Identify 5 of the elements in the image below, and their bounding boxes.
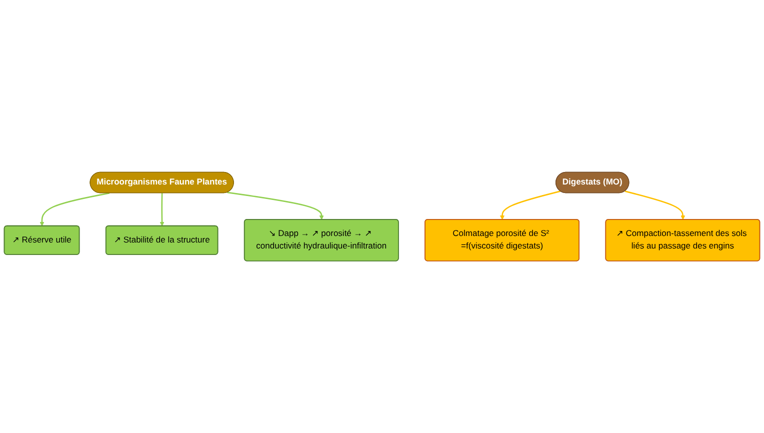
arrow xyxy=(160,193,164,226)
arrow xyxy=(227,192,324,220)
arrow xyxy=(500,190,561,220)
arrow xyxy=(624,190,686,220)
arrow xyxy=(40,192,110,226)
